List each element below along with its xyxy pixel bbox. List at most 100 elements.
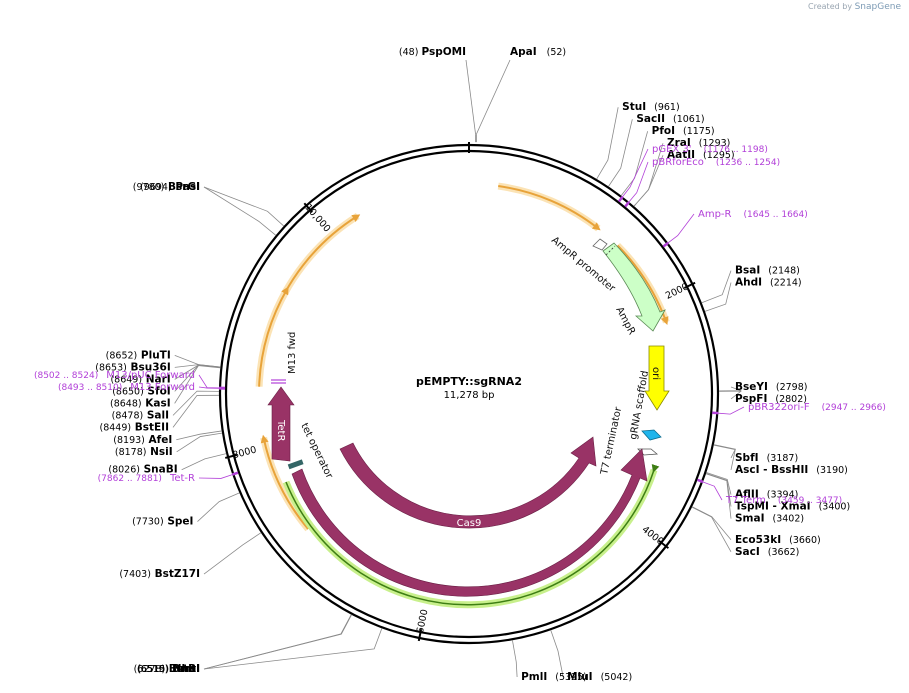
- enzyme-name: AhdI: [735, 277, 762, 289]
- enzyme-name: NarI: [142, 373, 171, 385]
- primer-pbr322ori-f: pBR322ori-F(2947 .. 2966): [748, 402, 886, 413]
- enzyme-pspfi: PspFI(2802): [735, 393, 807, 405]
- enzyme-name: KasI: [142, 397, 171, 409]
- enzyme-name: StuI: [622, 101, 646, 113]
- enzyme-leader: [691, 506, 732, 552]
- ampr-promoter-arrow: [592, 238, 608, 251]
- enzyme-afei: (8193) AfeI: [113, 434, 172, 446]
- enzyme-stui: StuI(961): [622, 101, 680, 113]
- primer-name: pBRforEco: [652, 157, 704, 168]
- ampr-label: AmpR: [613, 305, 637, 337]
- enzyme-position: (3190): [816, 465, 848, 476]
- enzyme-name: BsaI: [735, 265, 760, 277]
- primer-name: M13 Forward: [130, 382, 195, 393]
- primer-tet-r: (7862 .. 7881)Tet-R: [98, 473, 195, 484]
- tick-mark: [224, 453, 238, 459]
- enzyme-asci-bsshii: AscI - BssHII(3190): [735, 464, 848, 476]
- orf-arc: [498, 185, 601, 231]
- primer-leader: [198, 374, 220, 389]
- primer-name: M13/pUC Forward: [106, 370, 195, 381]
- enzyme-pmli: PmlI(5325): [521, 671, 587, 683]
- primer-position: (1176 .. 1198): [704, 145, 768, 155]
- enzyme-leader: [718, 386, 742, 392]
- enzyme-leader: [701, 270, 732, 304]
- primer-leader: [667, 213, 695, 244]
- enzyme-position: (3394): [767, 490, 799, 501]
- enzyme-nari: (8649) NarI: [110, 373, 170, 385]
- primer-leader: [702, 481, 723, 501]
- enzyme-kasi: (8648) KasI: [110, 397, 171, 409]
- m13-fwd-label: M13 fwd: [287, 332, 298, 374]
- enzyme-position: (52): [547, 47, 567, 58]
- enzyme-name: ApaI: [510, 46, 537, 58]
- primer-site: [662, 241, 669, 248]
- enzyme-pfoi: PfoI(1175): [652, 125, 715, 137]
- enzyme-bsteii: (8449) BstEII: [99, 421, 169, 433]
- primer-name: pGEX 3': [652, 144, 692, 155]
- enzyme-nsii: (8178) NsiI: [115, 446, 173, 458]
- enzyme-name: PspOMI: [421, 46, 466, 58]
- primer-position: (7862 .. 7881): [98, 474, 162, 484]
- enzyme-leader: [706, 472, 732, 495]
- enzyme-leader: [197, 492, 240, 522]
- enzyme-name: BstEII: [131, 421, 169, 433]
- enzyme-position: (8026): [108, 465, 140, 476]
- enzyme-leader: [596, 107, 619, 180]
- enzyme-position: (5042): [601, 672, 633, 683]
- primer-name: Amp-R: [698, 209, 732, 220]
- primer-m13-puc-forward: (8502 .. 8524)M13/pUC Forward: [34, 370, 195, 381]
- enzyme-leader: [550, 630, 564, 678]
- green-region-arc: [285, 463, 660, 606]
- enzyme-leader: [181, 453, 227, 471]
- enzyme-position: (6278): [134, 664, 166, 675]
- primer-leader: [628, 161, 649, 203]
- orf-arc: [616, 244, 669, 325]
- enzyme-position: (6515): [137, 664, 169, 675]
- enzyme-smai: SmaI(3402): [735, 513, 804, 525]
- enzyme-name: SacII: [636, 113, 665, 125]
- enzyme-sfoi: (8650) SfoI: [112, 385, 171, 397]
- enzyme-name: SpeI: [164, 516, 194, 528]
- cas9-inner-arrow: [339, 436, 597, 529]
- enzyme-leader: [203, 614, 352, 670]
- enzyme-name: BstBI: [165, 663, 200, 675]
- enzyme-position: (8649): [110, 374, 142, 385]
- enzyme-name: AatII: [667, 149, 695, 161]
- primer-site: [231, 471, 239, 476]
- primer-position: (1236 .. 1254): [716, 158, 780, 168]
- enzyme-mlui: MluI(5042): [567, 671, 632, 683]
- enzyme-position: (8650): [112, 386, 144, 397]
- primer-site: [696, 478, 704, 484]
- enzyme-snabi: (8026) SnaBI: [108, 464, 177, 476]
- primer-amp-r: Amp-R(1645 .. 1664): [698, 209, 808, 220]
- grna-scaffold-label: gRNA scaffold: [628, 370, 651, 441]
- tick-mark: [658, 539, 669, 549]
- enzyme-bsai: BsaI(2148): [735, 265, 800, 277]
- orf-arc-halo: [271, 212, 360, 317]
- enzyme-leader: [512, 640, 518, 678]
- enzyme-position: (8652): [106, 350, 138, 361]
- enzyme-nhei: (6515) NheI: [137, 663, 200, 675]
- enzyme-leader: [633, 155, 664, 207]
- enzyme-position: (8193): [113, 435, 145, 446]
- enzyme-leader: [620, 131, 649, 196]
- enzyme-name: BstZ17I: [151, 568, 200, 580]
- enzyme-position: (7730): [132, 517, 164, 528]
- enzyme-position: (2214): [770, 278, 802, 289]
- enzyme-leader: [172, 390, 220, 416]
- enzyme-bstz17i: (7403) BstZ17I: [119, 568, 200, 580]
- enzyme-spei: (7730) SpeI: [132, 516, 193, 528]
- enzyme-position: (2798): [776, 382, 808, 393]
- enzyme-leader: [465, 59, 476, 135]
- enzyme-sali: (8478) SalI: [112, 409, 169, 421]
- enzyme-position: (6519): [137, 664, 169, 675]
- orf-arcs: [255, 182, 670, 532]
- enzyme-name: TspMI - XmaI: [735, 501, 811, 513]
- enzyme-leader: [174, 364, 221, 368]
- enzyme-leader: [713, 444, 736, 471]
- t7-terminator-label: T7 terminator: [599, 405, 624, 476]
- plasmid-name: pEMPTY::sgRNA2: [416, 375, 522, 388]
- primer-position: (3459 .. 3477): [778, 496, 842, 506]
